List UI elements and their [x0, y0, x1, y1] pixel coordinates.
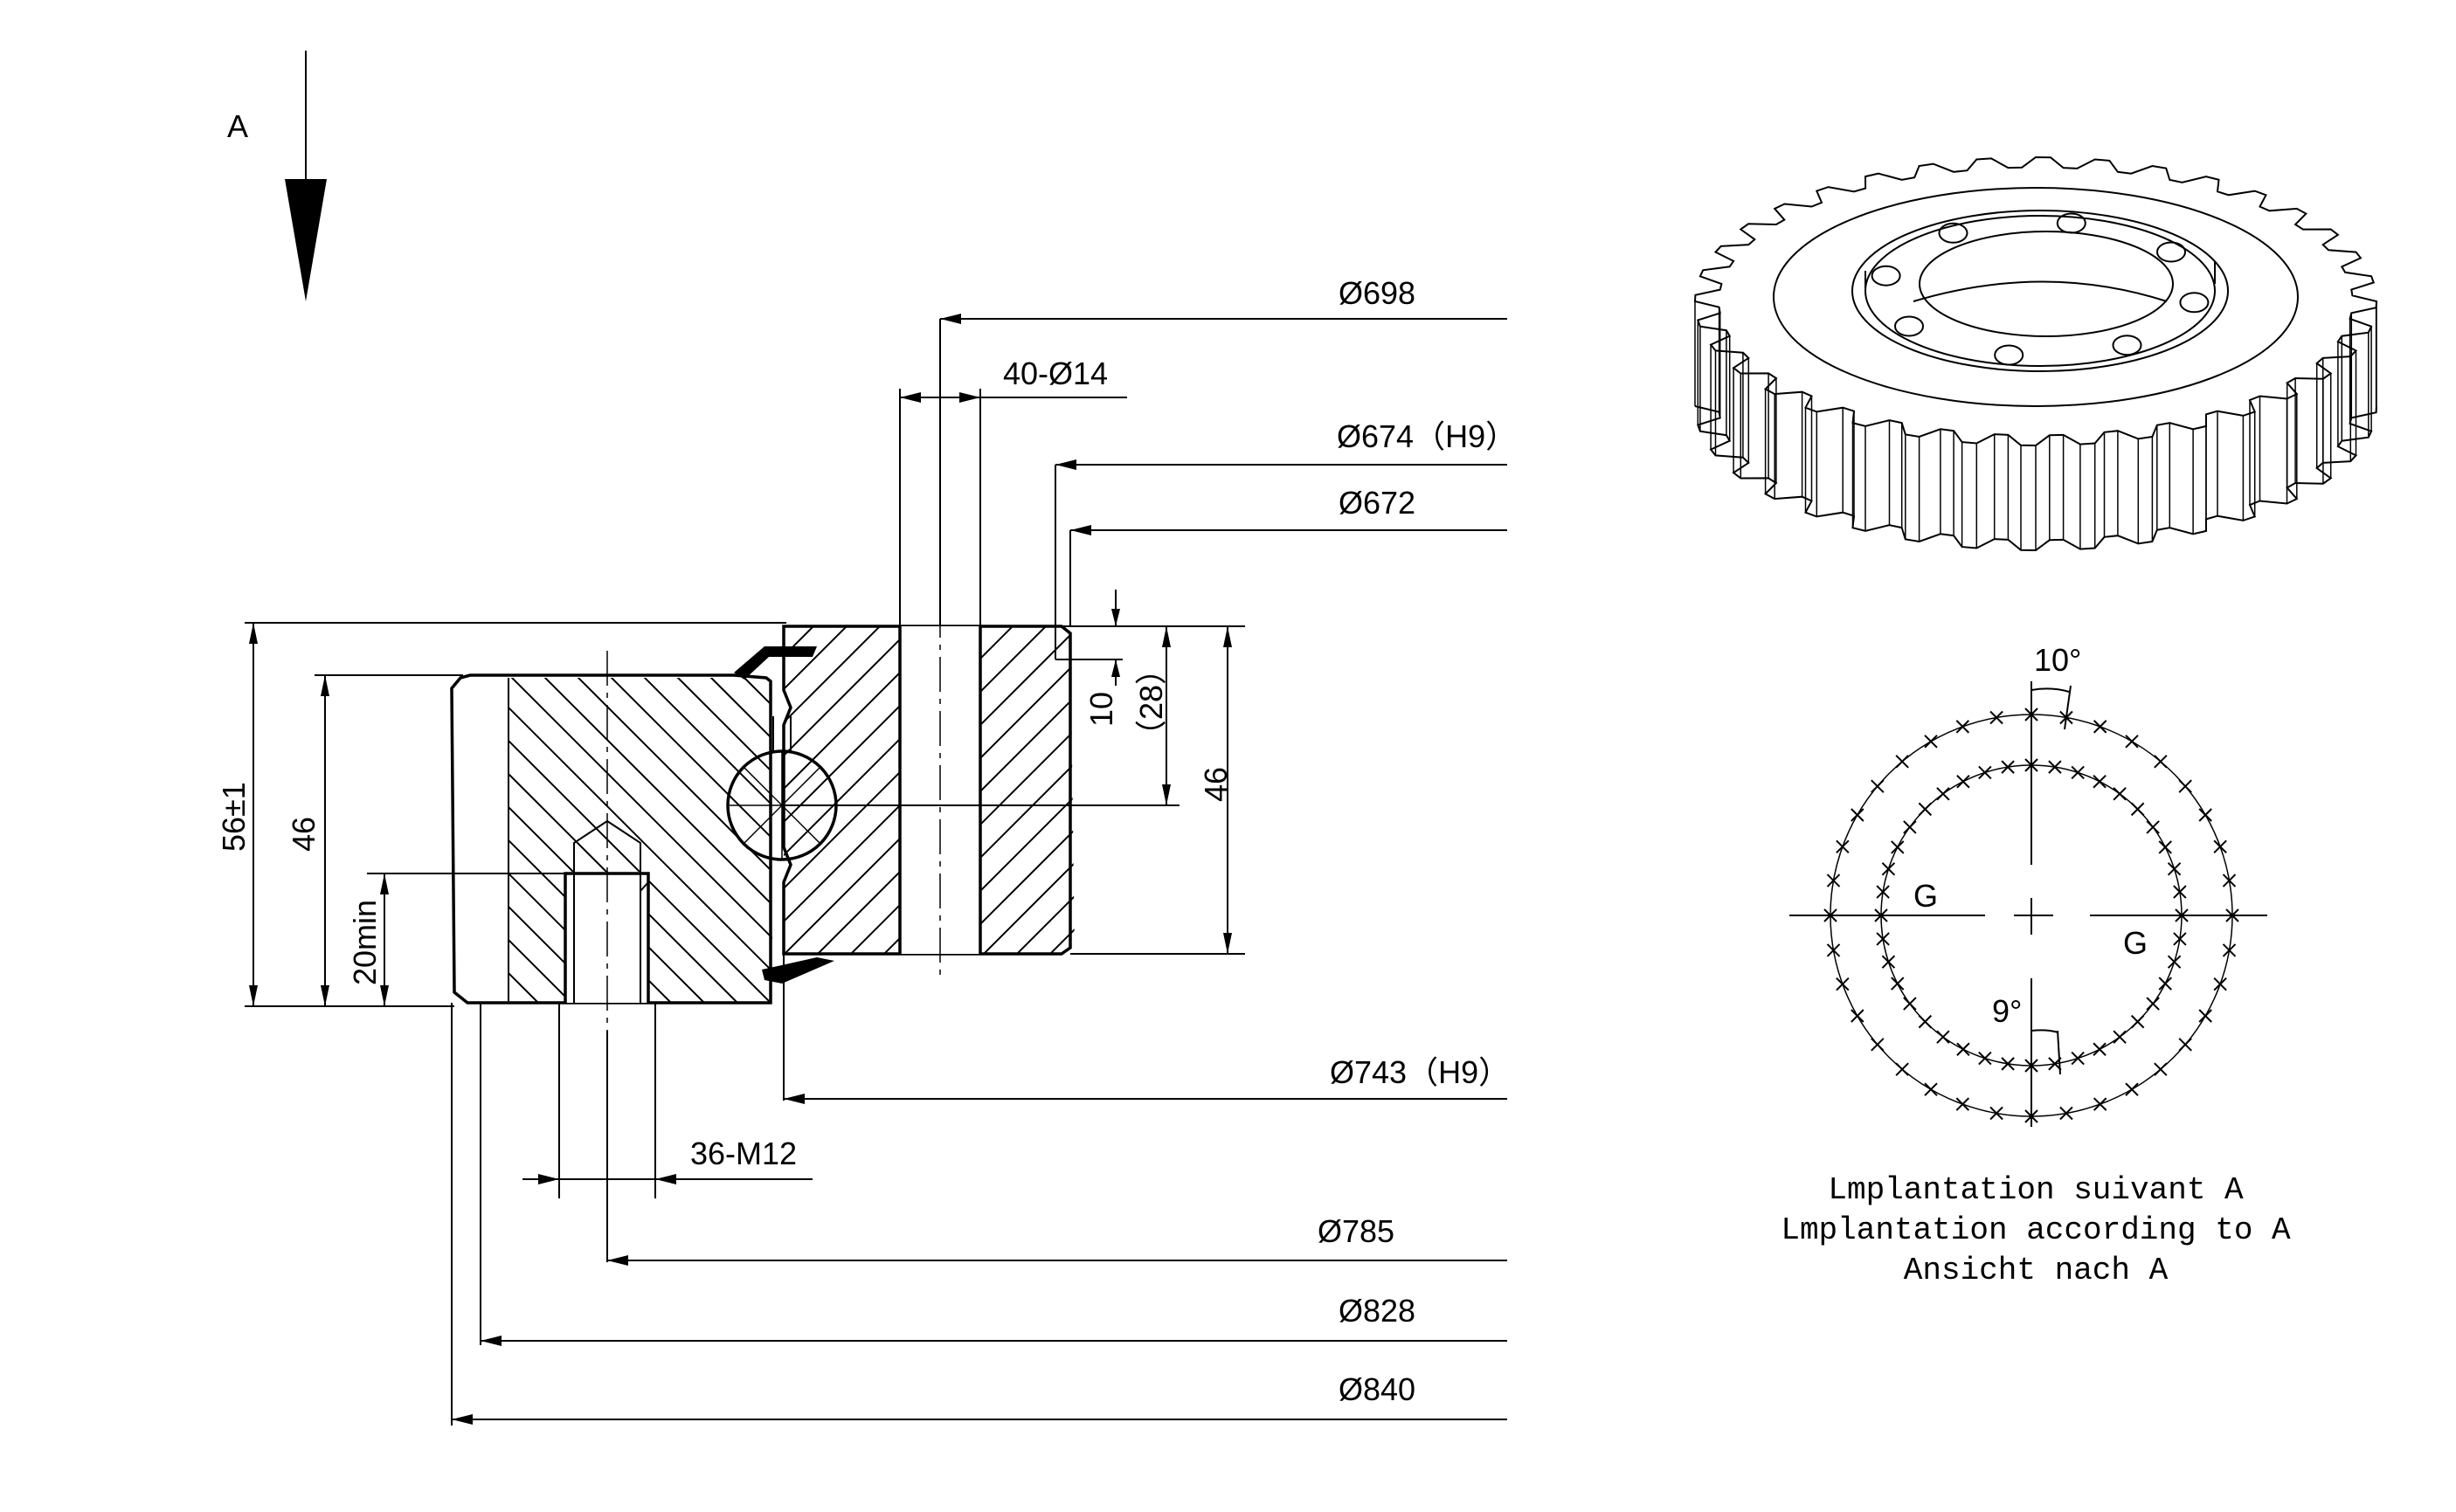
dim-d785: Ø785 [1318, 1213, 1394, 1249]
g-label-left: G [1913, 878, 1938, 914]
dim-28: （28） [1133, 653, 1169, 751]
dim-46-right: 46 [1198, 767, 1234, 802]
angle-10-label: 10° [2034, 642, 2081, 678]
dim-d840: Ø840 [1339, 1371, 1415, 1407]
dim-d828: Ø828 [1339, 1293, 1415, 1329]
dim-20min: 20min [347, 900, 383, 985]
dim-d698: Ø698 [1339, 275, 1415, 311]
view-arrow-a [285, 51, 327, 301]
dimension-lines [245, 314, 1507, 1426]
g-label-right: G [2123, 925, 2148, 961]
caption-line-2: Lmplantation according to A [1781, 1212, 2291, 1248]
dim-thread-36-m12: 36-M12 [690, 1136, 797, 1171]
dim-d743-h9: Ø743（H9） [1330, 1054, 1510, 1090]
hole-layout-view [1789, 681, 2267, 1127]
dim-10: 10 [1083, 692, 1119, 727]
gear-isometric-view [1693, 155, 2378, 552]
caption-line-3: Ansicht nach A [1904, 1253, 2169, 1288]
dim-46-left: 46 [286, 817, 322, 852]
bearing-cross-section [450, 603, 1180, 1031]
dim-56: 56±1 [216, 782, 252, 852]
angle-9-label: 9° [1992, 993, 2022, 1029]
layout-rings [1823, 708, 2239, 1123]
dim-holes-40-d14: 40-Ø14 [1003, 356, 1108, 391]
caption-line-1: Lmplantation suivant A [1828, 1172, 2244, 1208]
dim-d674-h9: Ø674（H9） [1337, 418, 1517, 454]
dim-d672: Ø672 [1339, 485, 1415, 521]
view-label-a: A [227, 108, 248, 144]
